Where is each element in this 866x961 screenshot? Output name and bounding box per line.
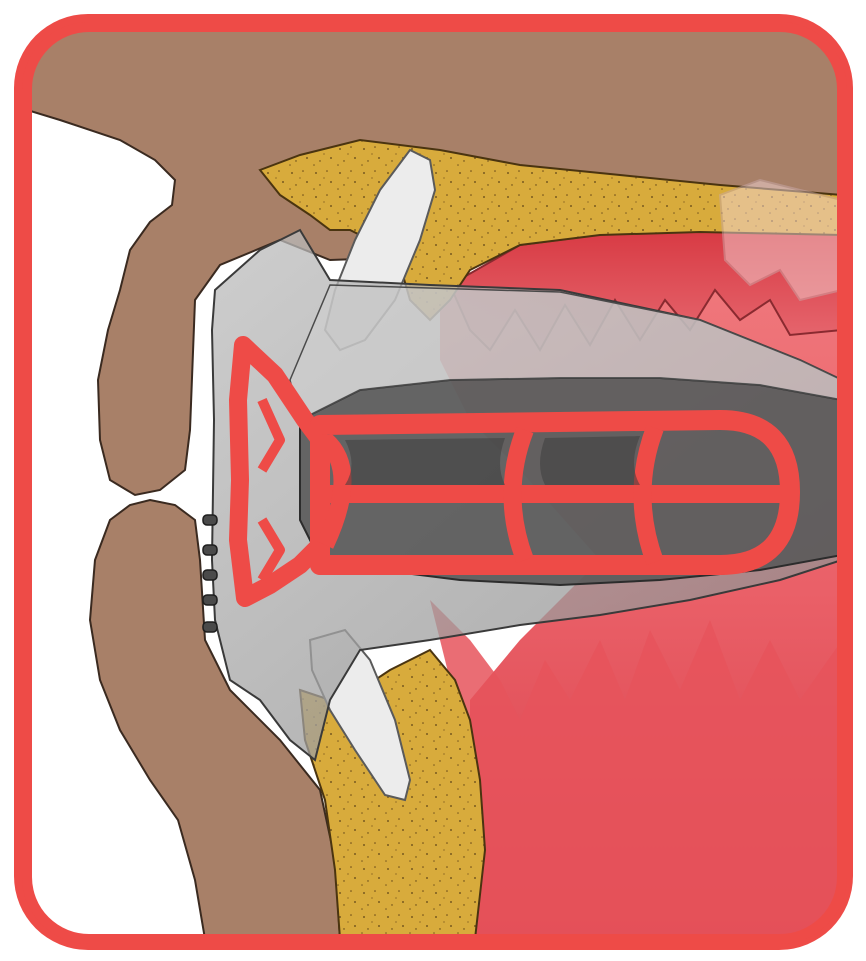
frame-slot-1 [345, 438, 505, 485]
pin [203, 545, 217, 555]
pin [203, 515, 217, 525]
frame-slot-2 [540, 436, 640, 485]
pin [203, 570, 217, 580]
pin [203, 595, 217, 605]
pin [203, 622, 217, 632]
illustration-content [27, 27, 842, 939]
